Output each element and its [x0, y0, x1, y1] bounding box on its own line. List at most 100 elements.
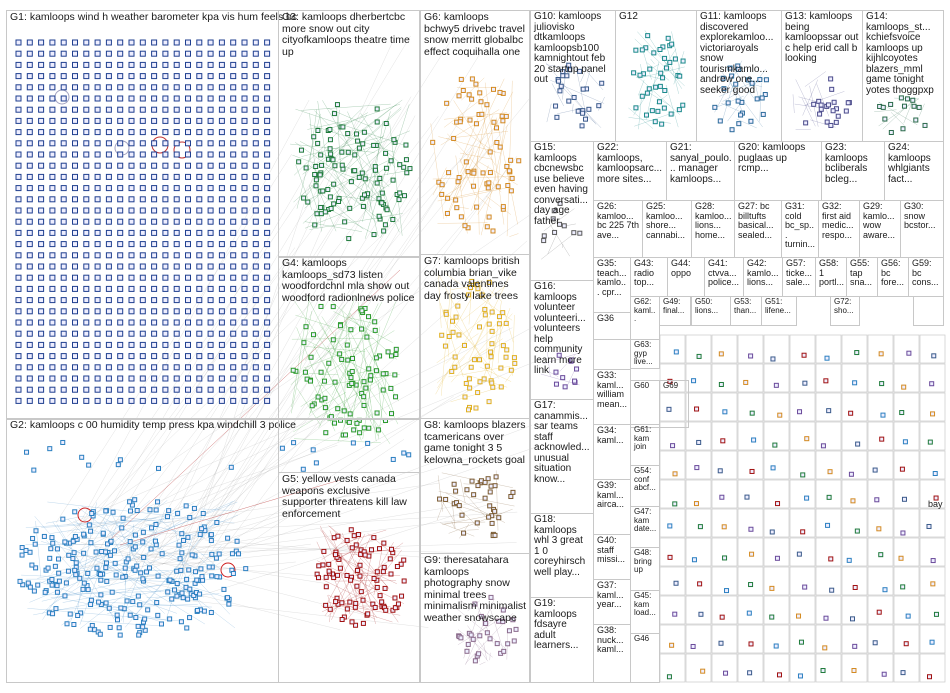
node-small[interactable] — [907, 351, 911, 355]
node-small[interactable] — [668, 524, 672, 528]
node-small[interactable] — [875, 498, 879, 502]
node-small[interactable] — [671, 444, 675, 448]
small-group-cell[interactable] — [712, 538, 737, 566]
node-small[interactable] — [744, 380, 748, 384]
node-small[interactable] — [752, 438, 756, 442]
node-small[interactable] — [829, 557, 833, 561]
node-small[interactable] — [801, 530, 805, 534]
node-small[interactable] — [668, 555, 672, 559]
group-box-g8[interactable]: G8: kamloops blazers tcamericans over ga… — [420, 418, 530, 554]
node-small[interactable] — [721, 439, 725, 443]
small-group-cell[interactable] — [894, 538, 919, 566]
node-small[interactable] — [827, 409, 831, 413]
group-box-g12[interactable]: G12 — [615, 10, 697, 142]
small-group-cell[interactable] — [894, 393, 919, 421]
small-group-cell[interactable] — [764, 335, 789, 363]
small-group-cell[interactable] — [842, 509, 867, 537]
group-box-g14[interactable]: G14: kamloops_st... kchiefsvoice kamloop… — [862, 10, 944, 142]
small-group-cell[interactable] — [842, 538, 867, 566]
small-group-cell[interactable] — [816, 451, 841, 479]
small-group-cell[interactable] — [894, 567, 919, 595]
node-small[interactable] — [825, 356, 829, 360]
node-small[interactable] — [749, 642, 753, 646]
node-small[interactable] — [723, 410, 727, 414]
small-group-cell[interactable] — [816, 422, 841, 450]
small-group-cell[interactable] — [764, 596, 789, 624]
node-small[interactable] — [855, 529, 859, 533]
group-box-g37[interactable]: G37: kaml... year... — [593, 579, 631, 625]
node-small[interactable] — [725, 589, 729, 593]
node-small[interactable] — [852, 669, 856, 673]
node-small[interactable] — [673, 472, 677, 476]
node-small[interactable] — [771, 357, 775, 361]
node-small[interactable] — [849, 472, 853, 476]
small-group-cell[interactable] — [790, 625, 815, 653]
group-box-g30[interactable]: G30: snow bcstor... — [900, 200, 944, 258]
small-group-cell[interactable] — [868, 335, 893, 363]
group-box-g62[interactable]: G62: kaml... — [630, 296, 660, 340]
node-small[interactable] — [883, 588, 887, 592]
group-box-g33[interactable]: G33: kaml... william mean... — [593, 369, 631, 425]
node-small[interactable] — [670, 643, 674, 647]
node-small[interactable] — [877, 610, 881, 614]
group-box-g15[interactable]: G15: kamloops cbcnewsbc use believe even… — [530, 141, 594, 281]
small-group-cell[interactable] — [920, 654, 945, 682]
small-group-cell[interactable] — [660, 567, 685, 595]
small-group-cell[interactable] — [790, 538, 815, 566]
small-group-cell[interactable] — [894, 480, 919, 508]
small-group-cell[interactable] — [712, 335, 737, 363]
node-small[interactable] — [932, 354, 936, 358]
group-box-g39[interactable]: G39: kaml... airca... — [593, 479, 631, 535]
node-small[interactable] — [853, 644, 857, 648]
small-group-cell[interactable] — [894, 509, 919, 537]
node-small[interactable] — [770, 615, 774, 619]
node-small[interactable] — [774, 644, 778, 648]
small-group-cell[interactable] — [920, 567, 945, 595]
small-group-cell[interactable] — [920, 422, 945, 450]
small-group-cell[interactable] — [816, 364, 841, 392]
small-group-cell[interactable] — [660, 538, 685, 566]
small-group-cell[interactable] — [660, 625, 685, 653]
node-small[interactable] — [824, 616, 828, 620]
group-box-g60[interactable]: G60 — [630, 380, 660, 428]
node-small[interactable] — [830, 588, 834, 592]
small-group-cell[interactable] — [920, 364, 945, 392]
node-small[interactable] — [856, 442, 860, 446]
node-small[interactable] — [930, 382, 934, 386]
node-small[interactable] — [879, 553, 883, 557]
node-small[interactable] — [695, 466, 699, 470]
small-group-cell[interactable] — [920, 393, 945, 421]
node-small[interactable] — [749, 527, 753, 531]
group-box-g41[interactable]: G41: ctvva... police... — [704, 257, 744, 297]
node-small[interactable] — [827, 495, 831, 499]
node-small[interactable] — [698, 525, 702, 529]
small-group-cell[interactable] — [738, 364, 763, 392]
node-small[interactable] — [877, 527, 881, 531]
node-small[interactable] — [724, 671, 728, 675]
small-group-cell[interactable] — [790, 364, 815, 392]
group-box-g42[interactable]: G42: kamlo... lions... — [743, 257, 783, 297]
node-small[interactable] — [828, 470, 832, 474]
node-small[interactable] — [745, 495, 749, 499]
small-group-cell[interactable] — [738, 393, 763, 421]
node-small[interactable] — [901, 585, 905, 589]
node-small[interactable] — [748, 671, 752, 675]
node-small[interactable] — [933, 472, 937, 476]
node-small[interactable] — [934, 612, 938, 616]
small-group-cell[interactable] — [868, 509, 893, 537]
node-small[interactable] — [699, 612, 703, 616]
node-small[interactable] — [824, 379, 828, 383]
group-box-g35[interactable]: G35: teach... kamlo... cpr... — [593, 257, 631, 313]
small-group-cell[interactable] — [868, 625, 893, 653]
small-group-cell[interactable] — [790, 596, 815, 624]
node-small[interactable] — [928, 675, 932, 679]
node-small[interactable] — [805, 437, 809, 441]
group-box-g27[interactable]: G27: bc billtufts basical... sealed... — [734, 200, 782, 258]
node-small[interactable] — [801, 473, 805, 477]
small-group-cell[interactable] — [712, 364, 737, 392]
small-group-cell[interactable] — [894, 625, 919, 653]
group-box-g50[interactable]: G50: lions... — [691, 296, 731, 326]
group-box-g44[interactable]: G44: oppo — [667, 257, 705, 297]
small-group-cell[interactable] — [894, 596, 919, 624]
small-group-cell[interactable] — [868, 567, 893, 595]
